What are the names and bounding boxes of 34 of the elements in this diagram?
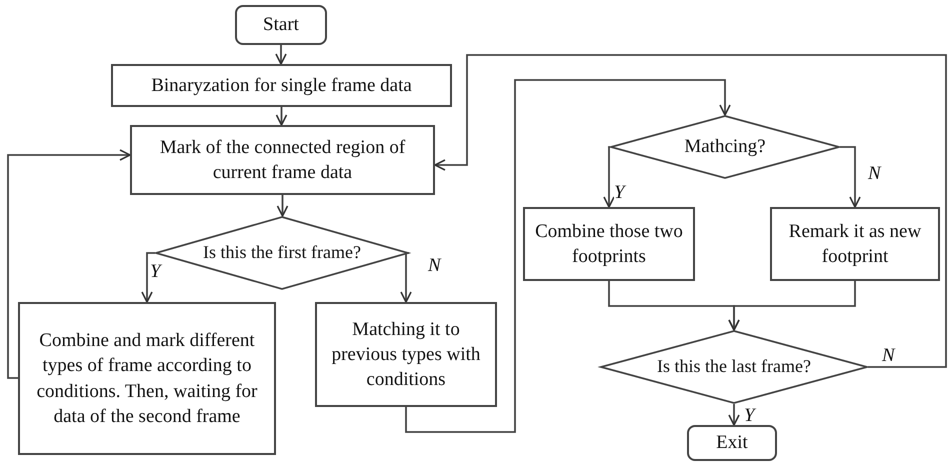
- flow-arrow: [728, 281, 856, 331]
- flow-arrow: [7, 149, 131, 379]
- flow-arrow: [276, 195, 288, 217]
- process-box: [523, 207, 695, 281]
- process-box: [315, 302, 497, 407]
- flow-arrow: [275, 45, 287, 65]
- terminal-box: [235, 5, 327, 45]
- node-text: Start: [263, 13, 299, 38]
- node-text: Binaryzation for single frame data: [151, 74, 412, 98]
- flow-arrow: [141, 252, 155, 303]
- flow-arrow: [434, 54, 947, 368]
- flow-arrow: [603, 146, 615, 208]
- flow-arrow: [840, 146, 861, 208]
- process-box: [111, 64, 452, 107]
- node-text: Combine and mark different types of frame according to conditions. Then, waiting for data of the second frame: [36, 329, 258, 429]
- node-text: Matching it to previous types with conditions: [330, 318, 482, 392]
- decision-diamond: [610, 115, 840, 179]
- process-box: [18, 302, 276, 455]
- decision-diamond: [600, 330, 868, 404]
- node-text: Is this the last frame?: [657, 355, 811, 378]
- flow-arrow: [728, 404, 740, 426]
- edge-label: Y: [614, 183, 625, 202]
- flow-arrow: [400, 252, 412, 303]
- process-box: [770, 207, 940, 281]
- flow-arrow: [276, 107, 288, 126]
- node-text: Combine those two footprints: [534, 220, 684, 269]
- node-text: Is this the first frame?: [203, 241, 361, 264]
- node-text: Remark it as new footprint: [788, 220, 922, 269]
- node-text: Exit: [716, 431, 748, 456]
- process-box: [130, 125, 435, 195]
- flow-arrow: [405, 79, 731, 433]
- node-text: Mathcing?: [684, 135, 766, 160]
- node-text: Mark of the connected region of current frame data: [158, 136, 406, 185]
- terminal-box: [687, 425, 777, 461]
